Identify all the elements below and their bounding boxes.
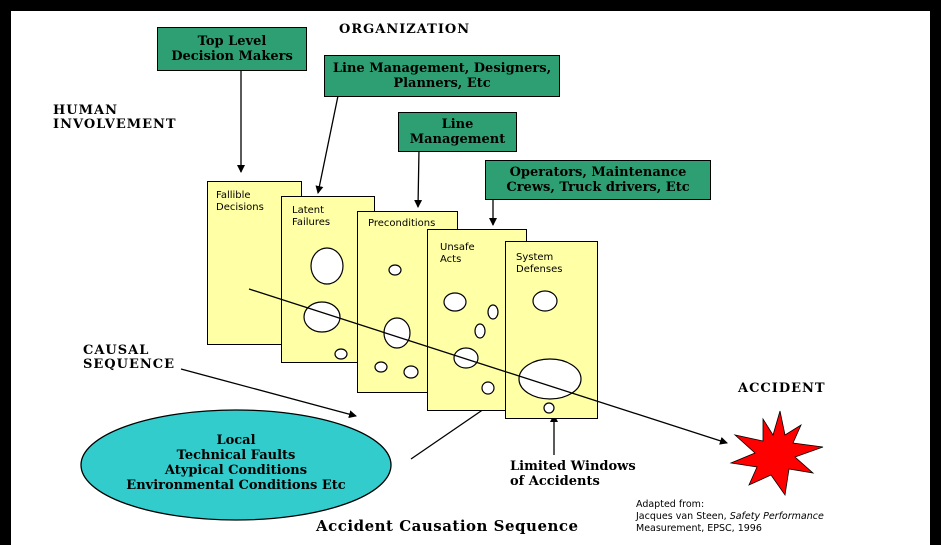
causal-sequence-label: CAUSAL SEQUENCE — [83, 343, 176, 373]
ellipse-line: Technical Faults — [176, 448, 296, 463]
top-level-decision-makers-box: Top Level Decision Makers — [157, 27, 307, 71]
ellipse-line: Environmental Conditions Etc — [126, 478, 346, 493]
layer-label-line: Preconditions — [368, 218, 436, 229]
credit-line: Jacques van Steen, Safety Performance — [636, 511, 824, 523]
frame-edge — [930, 0, 941, 545]
diagram-title: Accident Causation Sequence — [316, 517, 579, 535]
diagram-canvas: ORGANIZATION HUMAN INVOLVEMENT Top Level… — [11, 11, 930, 545]
organization-label: ORGANIZATION — [339, 22, 471, 37]
layer-label-line: Latent — [292, 205, 325, 216]
line-management-designers-box: Line Management, Designers, Planners, Et… — [324, 55, 560, 97]
layer-label: Fallible Decisions — [216, 190, 264, 214]
layer-label-line: Defenses — [516, 264, 563, 275]
arrow-line-mgmt-designers-to-latent — [315, 90, 340, 194]
box-line: Line — [441, 117, 474, 132]
box-line: Line Management, Designers, — [332, 61, 552, 76]
layer-label-line: Acts — [440, 254, 462, 265]
box-line: Planners, Etc — [393, 76, 491, 91]
layer-label: System Defenses — [516, 252, 562, 276]
arrow-causal-sequence — [180, 368, 357, 419]
sequence-line: SEQUENCE — [83, 357, 176, 373]
local-conditions-text: Local Technical Faults Atypical Conditio… — [101, 433, 371, 493]
box-line: Management — [409, 132, 506, 147]
credit-line: Adapted from: — [636, 499, 705, 510]
human-line: HUMAN — [53, 103, 118, 118]
layer-label-line: Decisions — [216, 202, 264, 213]
layer-label-line: System — [516, 252, 554, 263]
human-involvement-label: HUMAN INVOLVEMENT — [53, 103, 177, 133]
windows-line: of Accidents — [510, 474, 600, 489]
layer-label-line: Failures — [292, 217, 331, 228]
accident-label: ACCIDENT — [738, 381, 826, 396]
box-line: Top Level — [197, 34, 267, 49]
windows-line: Limited Windows — [510, 459, 636, 474]
layer-label: Latent Failures — [292, 205, 330, 229]
ellipse-line: Atypical Conditions — [164, 463, 308, 478]
ellipse-line: Local — [216, 433, 256, 448]
limited-windows-label: Limited Windows of Accidents — [510, 459, 636, 489]
layer-label-line: Unsafe — [440, 242, 475, 253]
credit-line: Measurement, EPSC, 1996 — [636, 523, 762, 534]
box-line: Crews, Truck drivers, Etc — [506, 180, 690, 195]
layer-system-defenses: System Defenses — [505, 241, 598, 419]
operators-crews-box: Operators, Maintenance Crews, Truck driv… — [485, 160, 711, 200]
box-line: Decision Makers — [171, 49, 293, 64]
involvement-line: INVOLVEMENT — [53, 117, 177, 133]
box-line: Operators, Maintenance — [509, 165, 687, 180]
causal-line: CAUSAL — [83, 343, 150, 358]
layer-label: Unsafe Acts — [440, 242, 475, 266]
credit-author: Jacques van Steen, — [636, 511, 730, 522]
layer-label: Preconditions — [368, 218, 435, 230]
credit-title: Safety Performance — [729, 511, 824, 522]
arrow-line-mgmt-to-preconditions — [414, 148, 423, 208]
source-credit: Adapted from: Jacques van Steen, Safety … — [636, 499, 824, 535]
layer-label-line: Fallible — [216, 190, 251, 201]
line-management-box: Line Management — [398, 112, 517, 152]
